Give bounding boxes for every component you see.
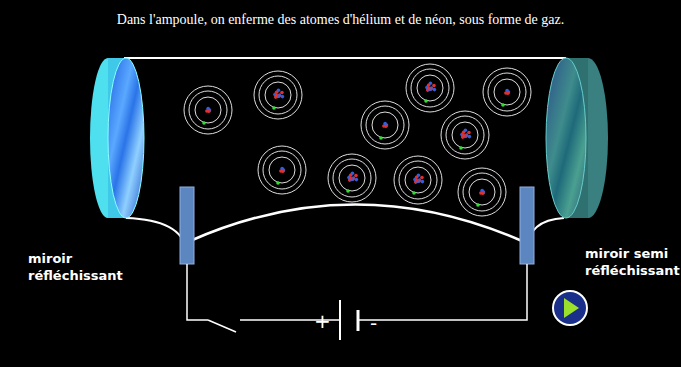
mirror-label: miroir réfléchissant bbox=[28, 250, 138, 284]
atom bbox=[441, 111, 489, 159]
circuit-wire bbox=[187, 264, 527, 332]
reflecting-mirror bbox=[90, 58, 144, 218]
play-button bbox=[553, 291, 587, 325]
atom bbox=[406, 64, 454, 112]
atom bbox=[458, 168, 506, 216]
atom bbox=[361, 101, 409, 149]
title: Dans l'ampoule, on enferme des atomes d'… bbox=[0, 12, 681, 28]
atom bbox=[184, 86, 232, 134]
battery-symbol bbox=[340, 300, 358, 340]
switch bbox=[208, 320, 236, 332]
polarity-sign: - bbox=[370, 313, 390, 333]
electrode bbox=[180, 187, 194, 264]
semi-reflecting-mirror bbox=[546, 58, 608, 218]
electrode bbox=[520, 187, 534, 264]
atom bbox=[254, 71, 302, 119]
atom bbox=[328, 154, 376, 202]
mirror-label: miroir semi réfléchissant bbox=[585, 245, 677, 279]
polarity-sign: + bbox=[314, 311, 334, 331]
atom bbox=[394, 156, 442, 204]
atom bbox=[258, 146, 306, 194]
atoms bbox=[184, 64, 531, 216]
atom bbox=[483, 68, 531, 116]
